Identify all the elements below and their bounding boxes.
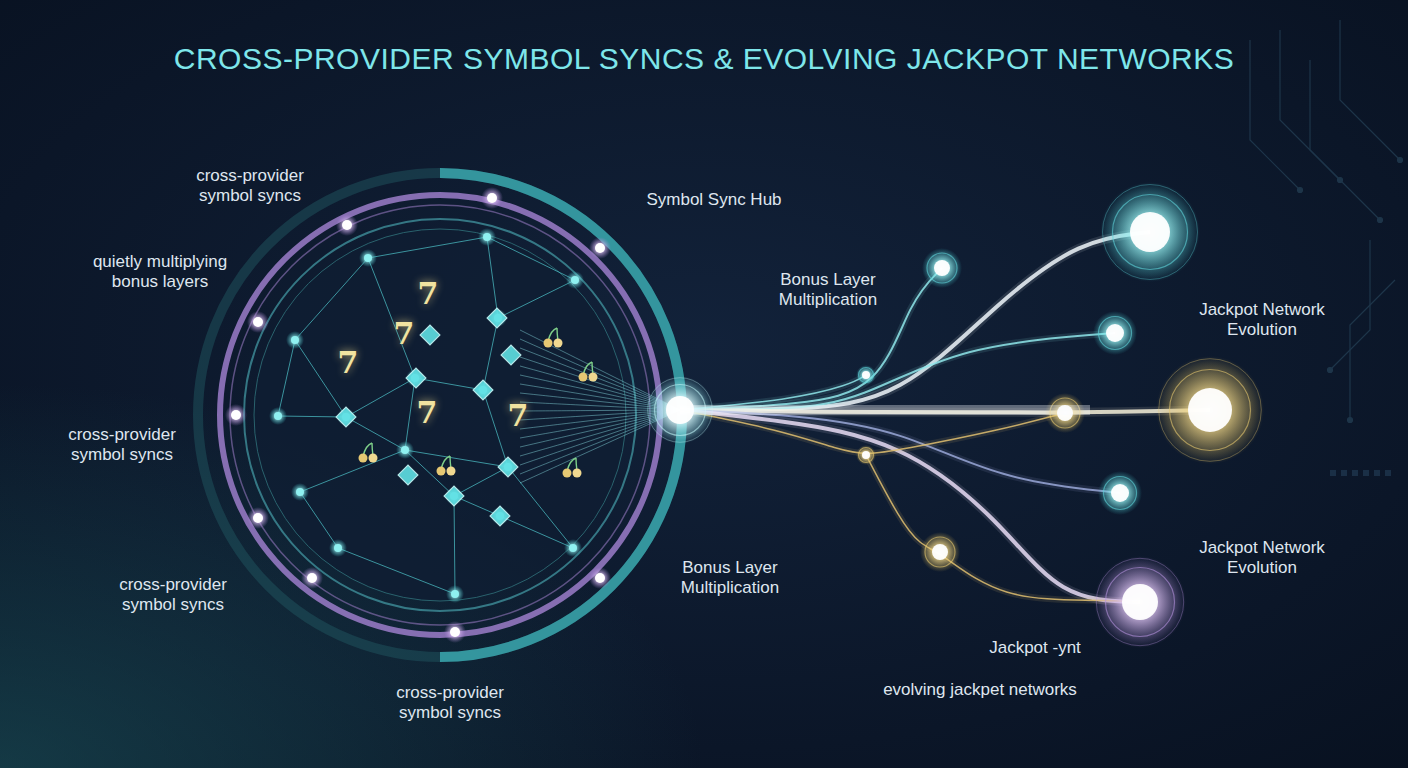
title: CROSS-PROVIDER SYMBOL SYNCS & EVOLVING J… (0, 42, 1408, 76)
diagram-label: cross-provider symbol syncs (380, 683, 520, 724)
diagram-label: Bonus Layer Multiplication (655, 558, 805, 599)
symbol-seven: 7 (417, 395, 438, 430)
jackpot-flows (680, 232, 1210, 602)
beam (690, 405, 1090, 415)
symbol-seven: 7 (508, 398, 529, 433)
diagram-label: Jackpot Network Evolution (1187, 538, 1337, 579)
diagram-label: Jackpot -ynt (965, 638, 1105, 658)
diagram-label: cross-provider symbol syncs (180, 166, 320, 207)
diagram-label: quietly multiplying bonus layers (75, 252, 245, 293)
diagram-label: Jackpot Network Evolution (1187, 300, 1337, 341)
diagram-label: Bonus Layer Multiplication (753, 270, 903, 311)
symbol-seven: 7 (394, 316, 415, 351)
circuit-lines (1250, 20, 1403, 476)
symbol-network (269, 228, 680, 603)
diagram-label: cross-provider symbol syncs (103, 575, 243, 616)
symbol-seven: 7 (338, 345, 359, 380)
symbol-ring (198, 173, 682, 657)
jackpot-nodes (646, 182, 1264, 648)
diagram-label: evolving jackpet networks (850, 680, 1110, 700)
diagram-label: cross-provider symbol syncs (52, 425, 192, 466)
symbol-seven: 7 (418, 276, 439, 311)
diagram-label: Symbol Sync Hub (619, 190, 809, 210)
